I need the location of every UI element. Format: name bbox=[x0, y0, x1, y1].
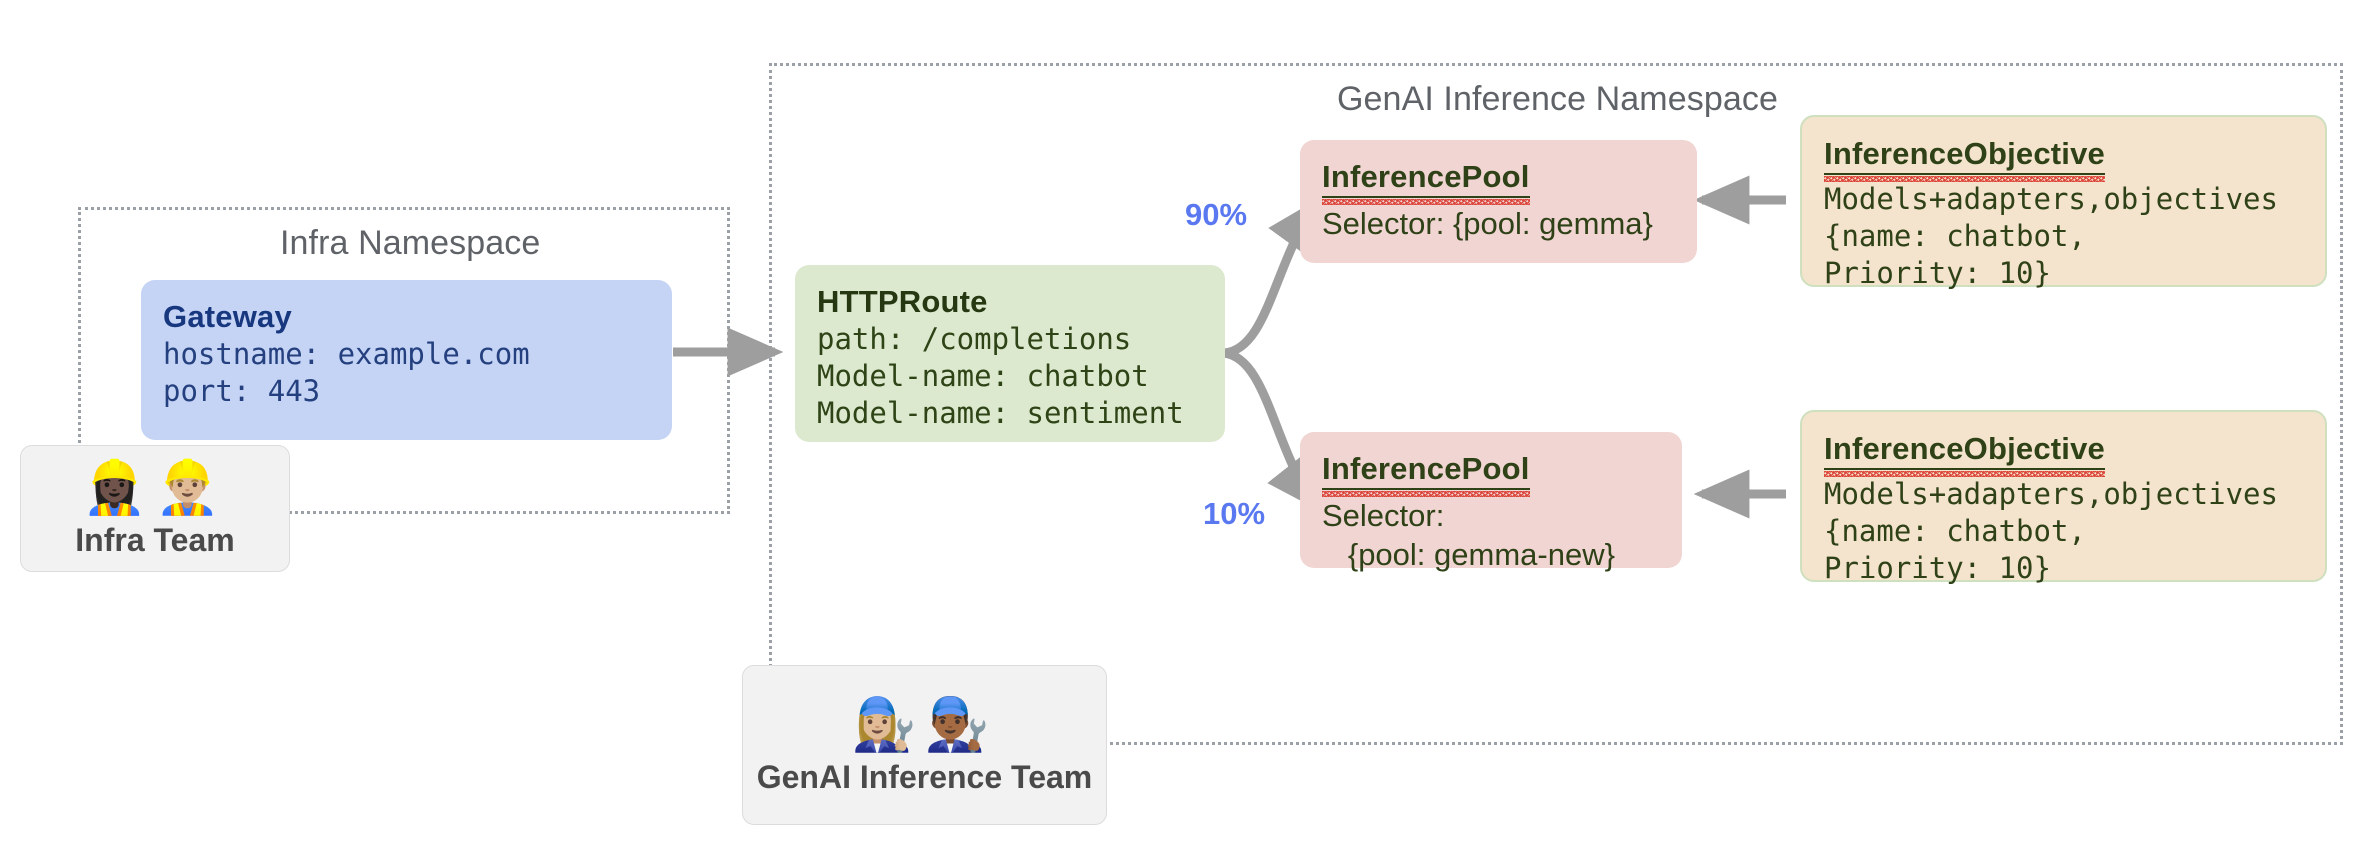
node-httproute-title: HTTPRoute bbox=[817, 284, 988, 319]
infra-team-people-icon: 👷🏿‍♀️👷🏼‍♂️ bbox=[82, 458, 228, 518]
node-inferencepool-bottom-title: InferencePool bbox=[1322, 450, 1660, 497]
spellcheck-underline-icon: InferenceObjective bbox=[1824, 430, 2105, 477]
node-inferencepool-bottom-line-2: {pool: gemma-new} bbox=[1322, 537, 1615, 572]
node-httproute-line-1: path: /completions bbox=[817, 322, 1132, 356]
node-gateway-line-2: port: 443 bbox=[163, 374, 321, 408]
node-httproute-line-3: Model-name: sentiment bbox=[817, 396, 1184, 430]
node-inferencepool-top-line-1: Selector: {pool: gemma} bbox=[1322, 206, 1653, 241]
node-inferenceobjective-top-line-3: Priority: 10} bbox=[1824, 256, 2051, 290]
edge-label-90-percent: 90% bbox=[1185, 197, 1248, 232]
node-inferenceobjective-top-title: InferenceObjective bbox=[1824, 135, 2303, 182]
node-inferenceobjective-bottom-line-1: Models+adapters,objectives bbox=[1824, 477, 2278, 511]
edge-label-10-percent: 10% bbox=[1203, 496, 1266, 531]
node-inferencepool-bottom[interactable]: InferencePool Selector: {pool: gemma-new… bbox=[1300, 432, 1682, 572]
node-inferenceobjective-bottom-line-3: Priority: 10} bbox=[1824, 551, 2051, 585]
genai-team-label: GenAI Inference Team bbox=[756, 758, 1093, 795]
node-inferencepool-top-title: InferencePool bbox=[1322, 158, 1675, 205]
node-inferenceobjective-top[interactable]: InferenceObjective Models+adapters,objec… bbox=[1800, 115, 2327, 290]
node-inferenceobjective-bottom-title: InferenceObjective bbox=[1824, 430, 2303, 477]
node-inferencepool-top[interactable]: InferencePool Selector: {pool: gemma} bbox=[1300, 140, 1697, 263]
namespace-title-infra: Infra Namespace bbox=[280, 224, 541, 262]
node-gateway[interactable]: Gateway hostname: example.com port: 443 bbox=[141, 280, 672, 440]
node-inferenceobjective-bottom[interactable]: InferenceObjective Models+adapters,objec… bbox=[1800, 410, 2327, 585]
genai-team-people-icon: 👩🏼‍🔧👨🏾‍🔧 bbox=[851, 694, 998, 755]
node-gateway-title: Gateway bbox=[163, 299, 292, 334]
node-inferenceobjective-top-line-1: Models+adapters,objectives bbox=[1824, 182, 2278, 216]
team-card-infra[interactable]: 👷🏿‍♀️👷🏼‍♂️ Infra Team bbox=[20, 445, 290, 572]
spellcheck-underline-icon: InferenceObjective bbox=[1824, 135, 2105, 182]
node-gateway-line-1: hostname: example.com bbox=[163, 337, 530, 371]
node-inferenceobjective-top-line-2: {name: chatbot, bbox=[1824, 219, 2086, 253]
infra-team-label: Infra Team bbox=[75, 522, 235, 558]
spellcheck-underline-icon: InferencePool bbox=[1322, 158, 1530, 205]
node-httproute[interactable]: HTTPRoute path: /completions Model-name:… bbox=[795, 265, 1225, 442]
node-inferencepool-bottom-line-1: Selector: bbox=[1322, 498, 1445, 533]
namespace-title-genai: GenAI Inference Namespace bbox=[1337, 80, 1778, 118]
node-inferenceobjective-bottom-line-2: {name: chatbot, bbox=[1824, 514, 2086, 548]
node-httproute-line-2: Model-name: chatbot bbox=[817, 359, 1149, 393]
namespace-box-genai bbox=[769, 63, 2343, 745]
spellcheck-underline-icon: InferencePool bbox=[1322, 450, 1530, 497]
team-card-genai[interactable]: 👩🏼‍🔧👨🏾‍🔧 GenAI Inference Team bbox=[742, 665, 1107, 825]
